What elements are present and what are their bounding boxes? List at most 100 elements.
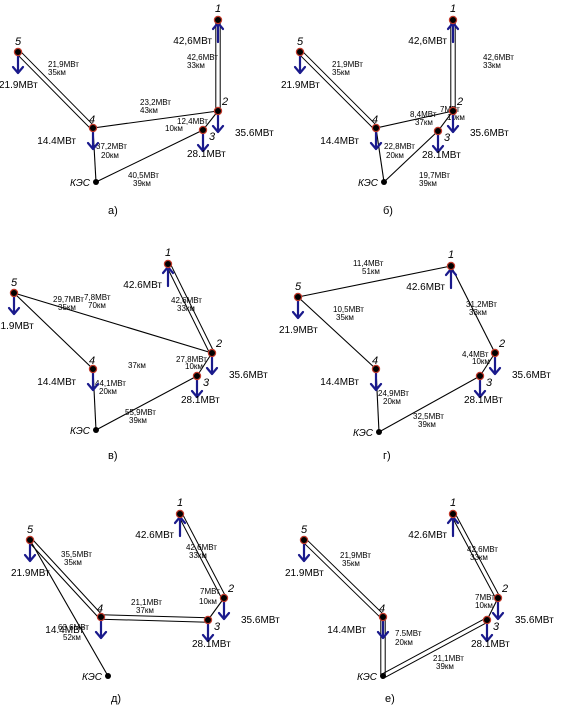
node-number-3: 3: [493, 621, 500, 633]
edge-length-label: 35км: [342, 559, 360, 568]
up-arrow-icon: [211, 21, 225, 44]
load-arrow-3: [431, 132, 445, 154]
node-load-label-5: 21.9МВт: [279, 325, 318, 336]
edge-length-label: 33км: [189, 551, 207, 560]
load-arrow-5: [291, 298, 305, 320]
node-number-3: 3: [444, 132, 451, 144]
bus-node-icon: [475, 371, 485, 381]
line-1-2-second-circuit: [181, 512, 227, 598]
node-number-2: 2: [221, 96, 228, 108]
down-arrow-icon: [297, 541, 311, 563]
edge-power-label: 21,9МВт: [48, 60, 79, 69]
bus-node-icon: [213, 106, 223, 116]
load-arrow-1: [446, 515, 460, 538]
load-arrow-4: [86, 129, 100, 151]
source-label: КЭС: [70, 178, 91, 189]
node-load-label-1: 42.6МВт: [408, 530, 447, 541]
variant-panel-2: 21,9МВт35км8,4МВт37км42,6МВт33км7МВт10км…: [281, 3, 514, 217]
line-5-4-second-circuit: [301, 50, 378, 127]
bus-node-icon: [13, 47, 23, 57]
bus-node-icon: [96, 612, 106, 622]
node-load-label-3: 28.1МВт: [187, 149, 226, 160]
node-number-3: 3: [214, 621, 221, 633]
edge-length-label: 39км: [419, 179, 437, 188]
edge-power-label: 21,9МВт: [340, 551, 371, 560]
line-K-3: [378, 375, 481, 433]
node-load-label-5: 21.9МВт: [0, 321, 34, 332]
edge-length-label: 35км: [332, 68, 350, 77]
edge-power-label: 7МВт: [475, 593, 495, 602]
node-load-label-3: 28.1МВт: [181, 395, 220, 406]
down-arrow-icon: [94, 618, 108, 640]
bus-node-icon: [213, 15, 223, 25]
edge-power-label: 55,9МВт: [125, 408, 156, 417]
line-4-3: [100, 618, 208, 623]
edge-power-label: 63,6МВт: [58, 623, 89, 632]
line-1-2: [450, 265, 496, 354]
bus-node-icon: [371, 123, 381, 133]
node-number-1: 1: [450, 3, 456, 15]
edge-power-label: 29,7МВт: [53, 295, 84, 304]
source-label: КЭС: [82, 672, 103, 683]
down-arrow-icon: [291, 298, 305, 320]
edge-length-label: 35км: [58, 303, 76, 312]
panel-caption: е): [385, 693, 395, 705]
down-arrow-icon: [196, 131, 210, 153]
edge-power-label: 8,4МВт: [410, 110, 437, 119]
node-number-1: 1: [177, 497, 183, 509]
load-arrow-2: [211, 112, 225, 134]
node-load-label-2: 35.6МВт: [241, 615, 280, 626]
edge-power-label: 35,5МВт: [61, 550, 92, 559]
load-arrow-3: [480, 621, 494, 643]
line-2-3: [479, 352, 496, 377]
source-node-icon: [105, 673, 111, 679]
node-load-label-3: 28.1МВт: [192, 639, 231, 650]
source-label: КЭС: [70, 426, 91, 437]
line-K-3: [95, 375, 198, 431]
edge-power-label: 32,5МВт: [413, 412, 444, 421]
edge-length-label: 33км: [469, 308, 487, 317]
edge-length-label: 10км: [475, 601, 493, 610]
node-load-label-4: 14.4МВт: [320, 136, 359, 147]
line-5-1: [297, 265, 452, 298]
node-number-1: 1: [215, 3, 221, 15]
node-load-label-1: 42.6МВт: [406, 282, 445, 293]
down-arrow-icon: [7, 294, 21, 316]
down-arrow-icon: [293, 53, 307, 75]
load-arrow-5: [7, 294, 21, 316]
load-arrow-4: [369, 129, 383, 151]
node-load-label-2: 35.6МВт: [515, 615, 554, 626]
load-arrow-1: [446, 21, 460, 44]
variant-panel-3: 7,8МВт70км29,7МВт35км42,6МВт33км27,8МВт1…: [0, 247, 268, 462]
down-arrow-icon: [205, 354, 219, 376]
edge-power-label: 37,2МВт: [96, 142, 127, 151]
edge-power-label: 42,6МВт: [171, 296, 202, 305]
node-number-5: 5: [27, 524, 34, 536]
bus-node-icon: [490, 348, 500, 358]
up-arrow-icon: [446, 515, 460, 538]
node-number-2: 2: [501, 583, 508, 595]
panel-caption: в): [108, 450, 118, 462]
node-number-5: 5: [15, 36, 22, 48]
edge-length-label: 33км: [470, 553, 488, 562]
edge-length-label: 39км: [133, 179, 151, 188]
node-number-3: 3: [203, 377, 210, 389]
edge-power-label: 10,5МВт: [333, 305, 364, 314]
line-K-3-second-circuit: [381, 617, 487, 675]
line-2-3: [196, 352, 213, 377]
line-5-K: [29, 539, 109, 677]
up-arrow-icon: [446, 21, 460, 44]
down-arrow-icon: [488, 354, 502, 376]
node-load-label-1: 42.6МВт: [135, 530, 174, 541]
down-arrow-icon: [23, 541, 37, 563]
edge-length-label: 70км: [88, 301, 106, 310]
panel-caption: г): [383, 450, 391, 462]
panel-caption: а): [108, 205, 118, 217]
variant-panel-4: 11,4МВт51км10,5МВт35км31,2МВт33км4,4МВт1…: [279, 249, 551, 462]
bus-node-icon: [198, 125, 208, 135]
line-1-2: [165, 264, 211, 355]
variant-panel-5: 35,5МВт35км21,1МВт37км42,6МВт33км7МВт10к…: [11, 497, 280, 705]
node-number-2: 2: [227, 583, 234, 595]
bus-node-icon: [88, 364, 98, 374]
